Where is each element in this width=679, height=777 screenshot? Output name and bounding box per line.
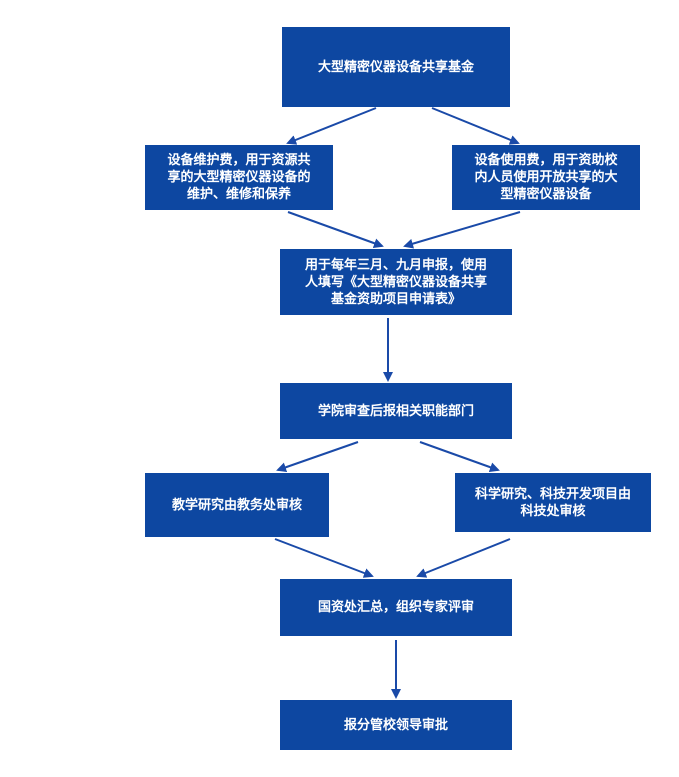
node-approval: 报分管校领导审批 (280, 700, 512, 750)
arrow-teaching-to-asset (274, 538, 374, 578)
arrow-research-to-asset (416, 538, 511, 578)
node-maintenance-fee: 设备维护费，用于资源共 享的大型精密仪器设备的 维护、维修和保养 (145, 145, 333, 210)
arrow-fund-to-usage (431, 107, 520, 145)
node-research-review: 科学研究、科技开发项目由 科技处审核 (455, 473, 651, 532)
node-asset-office: 国资处汇总，组织专家评审 (280, 579, 512, 636)
node-college-review: 学院审查后报相关职能部门 (280, 383, 512, 439)
arrow-college-to-research (419, 441, 500, 473)
node-teaching-review: 教学研究由教务处审核 (145, 473, 329, 537)
arrow-college-to-teaching (276, 441, 359, 473)
node-application: 用于每年三月、九月申报，使用 人填写《大型精密仪器设备共享 基金资助项目申请表》 (280, 249, 512, 315)
arrow-maintenance-to-application (287, 211, 384, 248)
node-fund: 大型精密仪器设备共享基金 (282, 27, 510, 107)
arrow-usage-to-application (403, 211, 521, 249)
arrow-fund-to-maintenance (286, 107, 377, 145)
node-usage-fee: 设备使用费，用于资助校 内人员使用开放共享的大 型精密仪器设备 (452, 145, 640, 210)
